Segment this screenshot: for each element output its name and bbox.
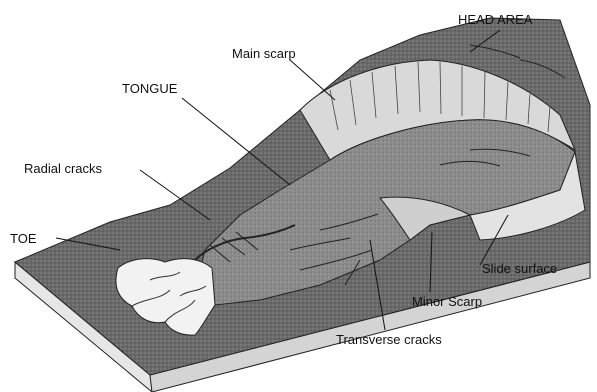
label-transverse-cracks: Transverse cracks	[336, 332, 442, 347]
label-head-area: HEAD AREA	[458, 12, 533, 27]
label-slide-surface: Slide surface	[482, 261, 557, 276]
label-minor-scarp: Minor Scarp	[412, 294, 482, 309]
label-main-scarp: Main scarp	[232, 46, 296, 61]
label-toe: TOE	[10, 231, 37, 246]
label-radial-cracks: Radial cracks	[24, 161, 103, 176]
leader-main-scarp	[290, 60, 335, 100]
label-tongue: TONGUE	[122, 81, 178, 96]
